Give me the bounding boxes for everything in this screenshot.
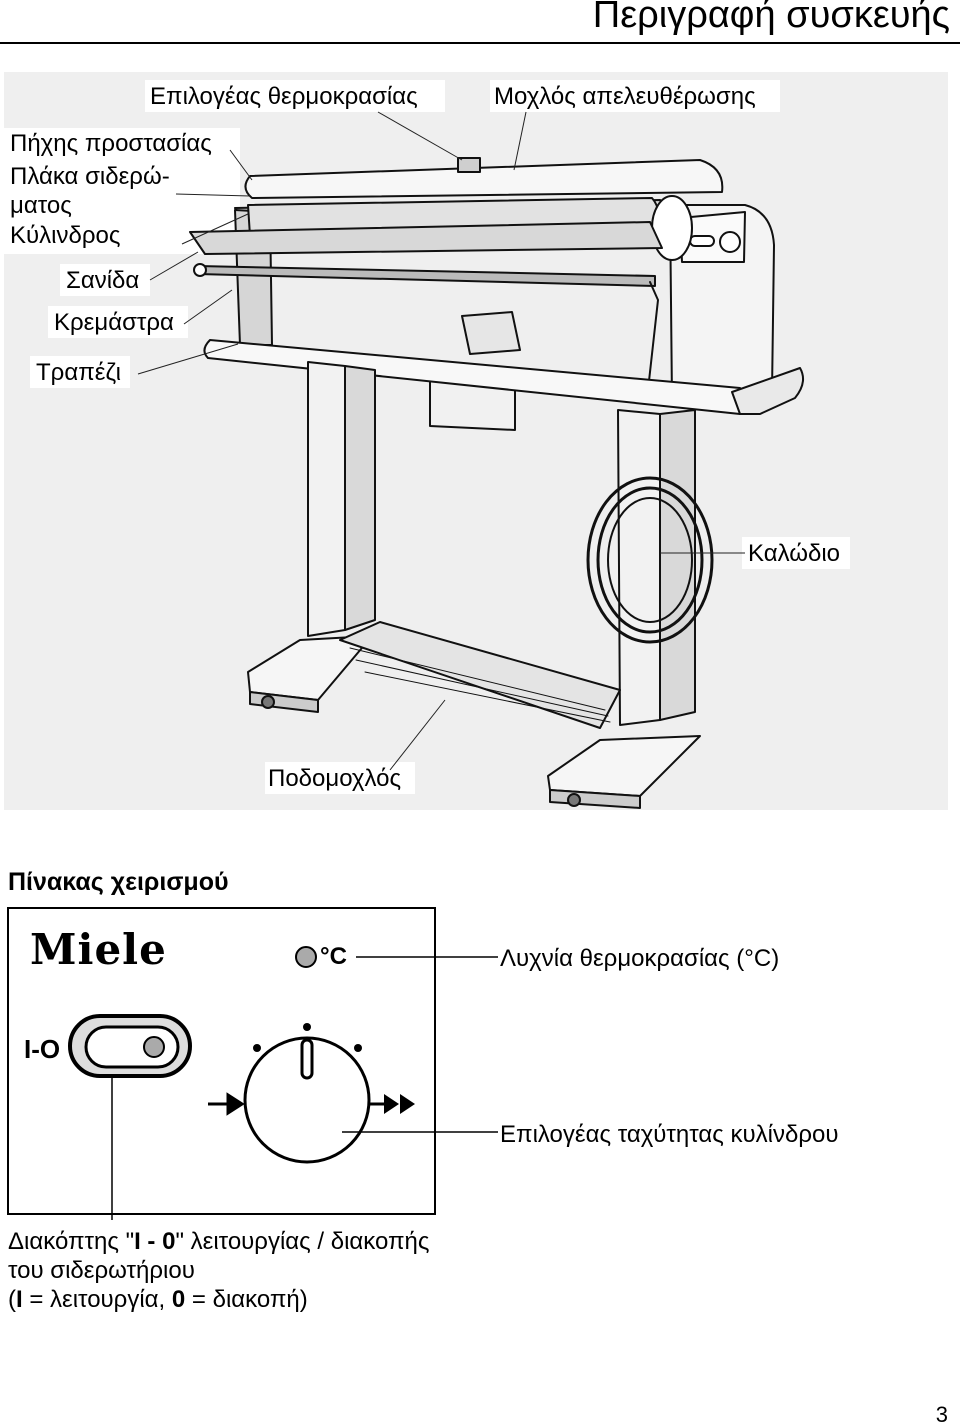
label-release-lever: Μοχλός απελευθέρωσης xyxy=(494,83,756,110)
caption-text: Διακόπτης " xyxy=(8,1228,135,1255)
label-roller: Κύλινδρος xyxy=(10,222,121,249)
label-ironing-plate: Πλάκα σιδερώ- ματος xyxy=(10,163,170,219)
switch-caption-line-2: του σιδερωτήριου xyxy=(8,1257,195,1284)
label-temperature-light: Λυχνία θερμοκρασίας (°C) xyxy=(500,945,780,972)
caption-dash: - xyxy=(140,1228,163,1255)
page-title: Περιγραφή συσκευής xyxy=(592,0,950,36)
caption-on-symbol: I xyxy=(16,1286,23,1313)
label-speed-selector: Επιλογέας ταχύτητας κυλίνδρου xyxy=(500,1121,839,1148)
label-cable: Καλώδιο xyxy=(748,540,841,567)
caption-on-symbol: I xyxy=(134,1228,141,1255)
page-number: 3 xyxy=(935,1402,948,1427)
temperature-symbol: °C xyxy=(320,943,347,970)
switch-caption-line-1: Διακόπτης "I - 0" λειτουργίας / διακοπής xyxy=(8,1227,429,1256)
caption-text: = διακοπή) xyxy=(185,1286,308,1313)
miele-logo: Miele xyxy=(30,925,167,974)
switch-caption-line-3: (I = λειτουργία, 0 = διακοπή) xyxy=(8,1285,429,1314)
caption-text: = λειτουργία, xyxy=(22,1286,172,1313)
caption-text: ( xyxy=(8,1286,16,1313)
label-hanger: Κρεμάστρα xyxy=(54,309,174,336)
label-temperature-selector: Επιλογέας θερμοκρασίας xyxy=(150,83,418,110)
label-foot-pedal: Ποδομοχλός xyxy=(268,765,402,792)
header-rule xyxy=(0,42,960,44)
control-panel-heading: Πίνακας χειρισμού xyxy=(8,868,229,896)
label-board: Σανίδα xyxy=(66,267,140,294)
switch-symbol: I-O xyxy=(24,1034,61,1064)
label-guard: Πήχης προστασίας xyxy=(10,130,212,157)
label-table: Τραπέζι xyxy=(36,359,121,386)
caption-off-symbol: 0 xyxy=(162,1228,176,1255)
control-panel-diagram xyxy=(7,907,498,1220)
caption-text: " λειτουργίας / διακοπής xyxy=(175,1228,430,1255)
caption-off-symbol: 0 xyxy=(171,1286,186,1313)
ironer-illustration xyxy=(4,72,948,810)
switch-caption: Διακόπτης "I - 0" λειτουργίας / διακοπής… xyxy=(8,1227,429,1314)
